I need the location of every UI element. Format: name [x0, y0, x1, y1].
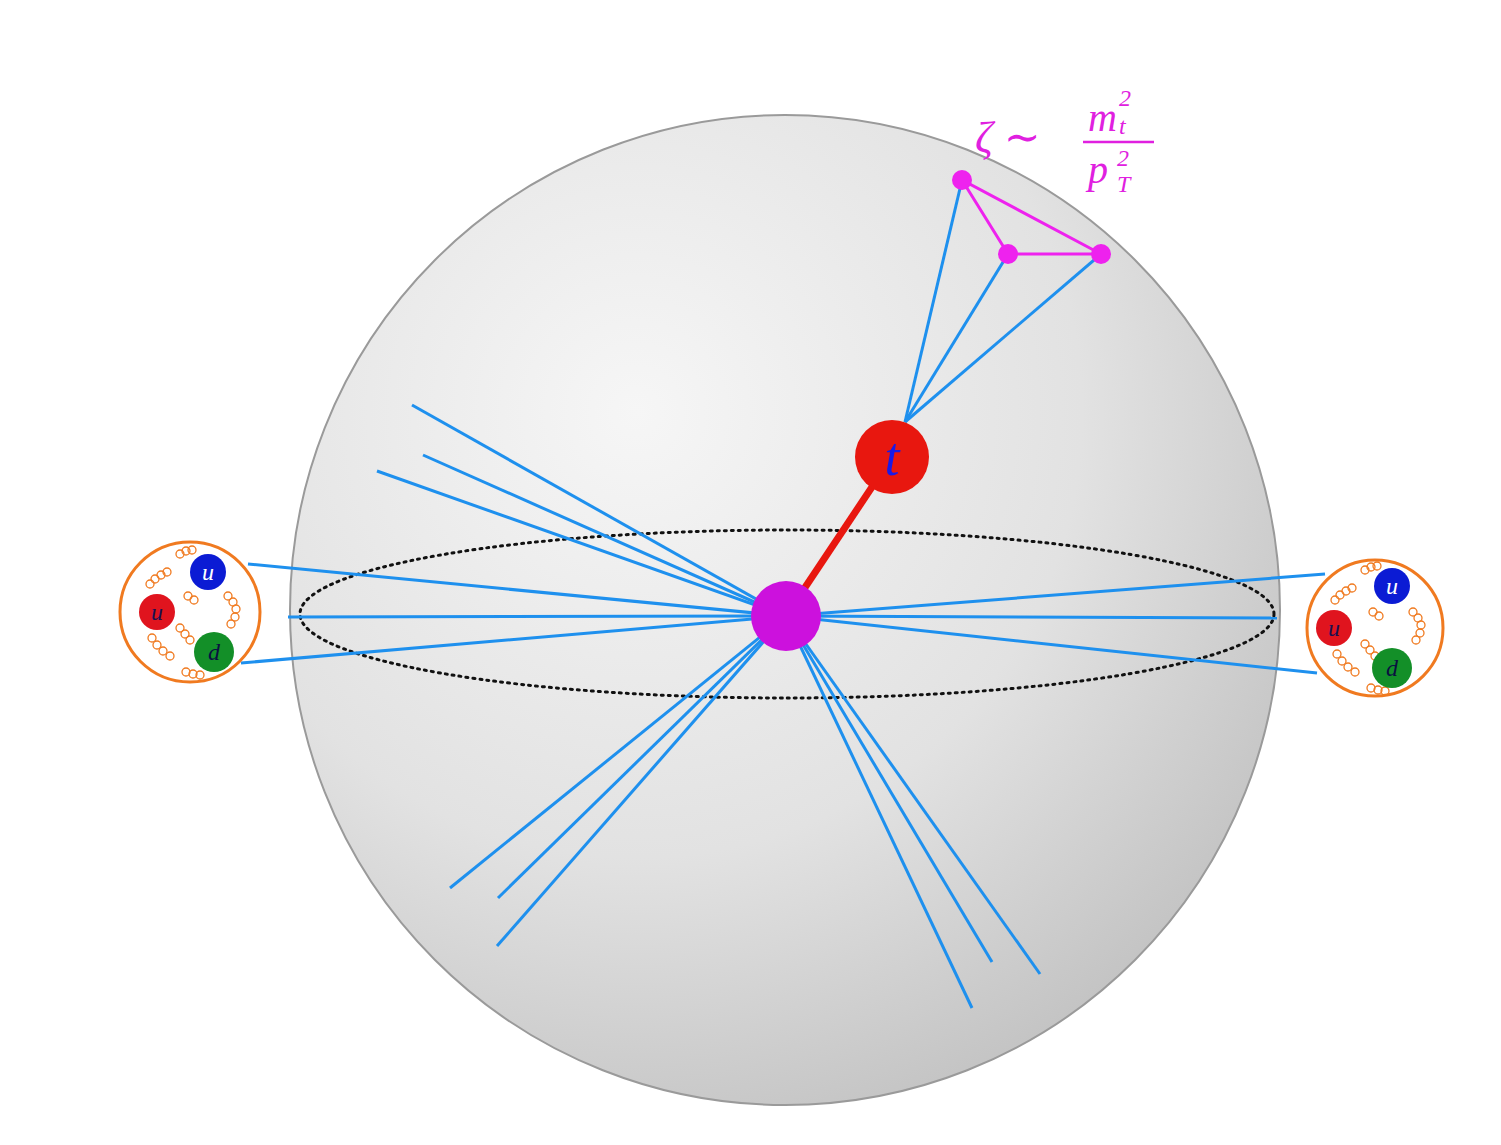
particle-label: t	[884, 430, 899, 484]
quark-circle: u	[1374, 568, 1410, 604]
quark-circle: d	[194, 632, 234, 672]
particle-label: u	[1328, 616, 1340, 640]
particle-label: u	[1386, 574, 1398, 598]
formula-subscript: t	[1119, 114, 1126, 138]
circle-shape	[1316, 610, 1352, 646]
quark-circle: u	[190, 554, 226, 590]
quark-circle: u	[139, 594, 175, 630]
circle-shape	[139, 594, 175, 630]
circle-shape	[194, 632, 234, 672]
particle-label: d	[208, 640, 220, 664]
quark-circle: u	[1316, 610, 1352, 646]
formula-exponent: 2	[1119, 86, 1131, 110]
top-quark-circle: t	[855, 420, 929, 494]
particle-label: u	[151, 600, 163, 624]
formula-symbol: m	[1088, 98, 1117, 138]
circle-shape	[855, 420, 929, 494]
formula-symbol: ζ ∼	[975, 116, 1041, 160]
particle-label: u	[202, 560, 214, 584]
formula-symbol: p	[1088, 150, 1108, 190]
formula-subscript: T	[1117, 172, 1130, 196]
particle-label: d	[1386, 656, 1398, 680]
formula-exponent: 2	[1117, 146, 1129, 170]
quark-circle: d	[1372, 648, 1412, 688]
circle-shape	[190, 554, 226, 590]
circle-shape	[1374, 568, 1410, 604]
circle-shape	[1372, 648, 1412, 688]
